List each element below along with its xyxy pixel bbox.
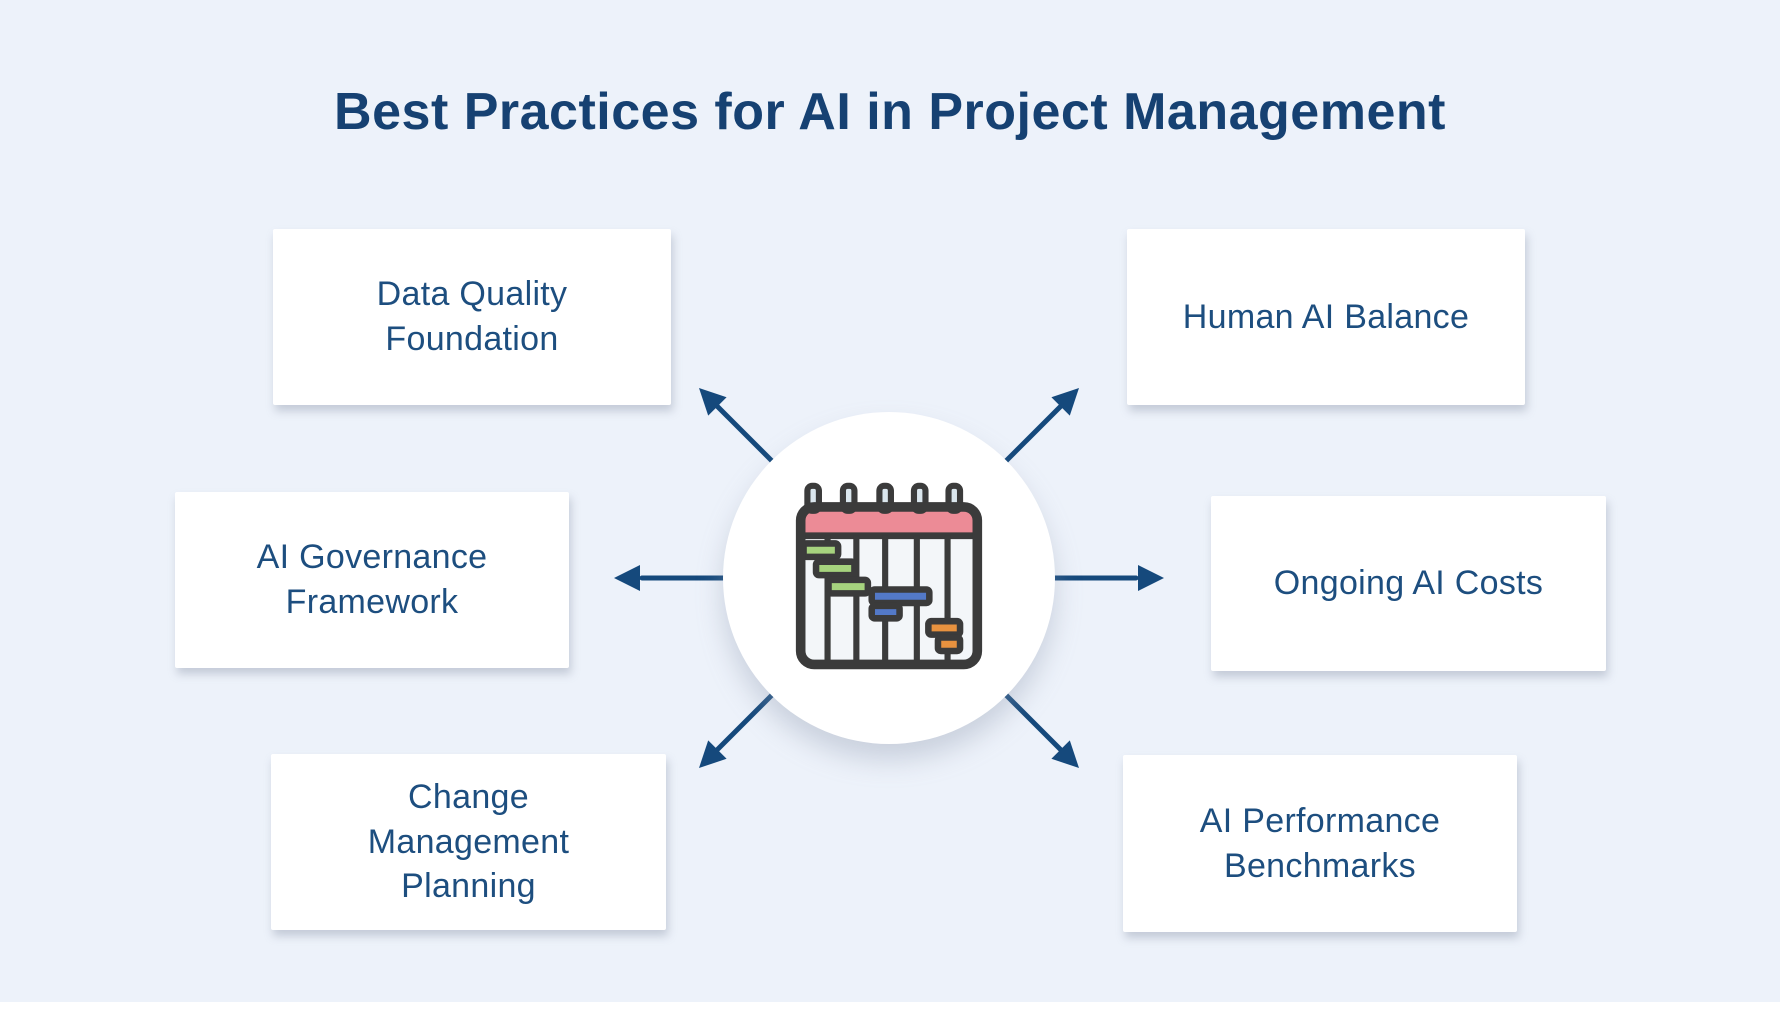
node-change-management-planning: Change Management Planning bbox=[271, 754, 666, 930]
arrow-middle-right bbox=[1052, 565, 1164, 591]
arrow-top-left bbox=[699, 388, 775, 464]
node-data-quality-foundation: Data Quality Foundation bbox=[273, 229, 671, 405]
node-ai-governance-framework: AI Governance Framework bbox=[175, 492, 569, 668]
node-label: Human AI Balance bbox=[1182, 297, 1470, 336]
node-ongoing-ai-costs: Ongoing AI Costs bbox=[1211, 496, 1606, 671]
node-label: AI Governance Framework bbox=[256, 538, 488, 621]
node-human-ai-balance: Human AI Balance bbox=[1127, 229, 1525, 405]
node-label: Data Quality Foundation bbox=[376, 275, 568, 358]
gantt-calendar-icon bbox=[795, 482, 983, 670]
arrow-bottom-left bbox=[699, 692, 775, 768]
node-label: AI Performance Benchmarks bbox=[1199, 801, 1441, 885]
node-ai-performance-benchmarks: AI Performance Benchmarks bbox=[1123, 755, 1517, 932]
center-circle bbox=[723, 412, 1055, 744]
node-label: Change Management Planning bbox=[367, 777, 570, 906]
bottom-margin-strip bbox=[0, 1002, 1780, 1012]
page-title: Best Practices for AI in Project Managem… bbox=[334, 83, 1446, 141]
node-label: Ongoing AI Costs bbox=[1273, 564, 1544, 603]
arrow-bottom-right bbox=[1003, 692, 1079, 768]
arrow-middle-left bbox=[614, 565, 726, 591]
arrow-top-right bbox=[1003, 388, 1079, 464]
